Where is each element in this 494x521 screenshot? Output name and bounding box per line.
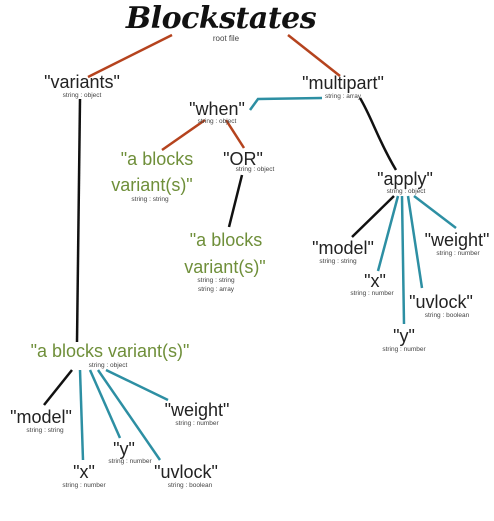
node-v-weight-type: string : number <box>175 420 219 427</box>
node-variants-type: string : object <box>62 92 102 99</box>
edge-when-variant <box>161 118 206 152</box>
edge-apply-x <box>376 195 400 272</box>
edge-vobj-weight <box>105 368 169 402</box>
node-v-model: "model" <box>10 407 72 427</box>
node-or-variant-type-2: string : array <box>197 286 235 293</box>
diagram-title: Blockstates <box>125 1 317 36</box>
edge-root-variants <box>87 33 173 79</box>
node-apply: "apply" <box>377 169 433 189</box>
node-v-uvlock-type: string : boolean <box>167 482 213 489</box>
node-or-variant-line2: variant(s)" <box>184 257 266 277</box>
node-apply-uvlock-type: string : boolean <box>424 312 470 319</box>
node-v-x: "x" <box>73 462 95 482</box>
node-v-y: "y" <box>113 439 135 459</box>
edge-apply-weight <box>413 195 457 229</box>
diagram-subtitle: root file <box>212 34 240 43</box>
node-apply-model: "model" <box>312 238 374 258</box>
node-multipart-type: string : array <box>324 93 362 100</box>
node-apply-y-type: string : number <box>382 346 426 353</box>
node-when-variant-line2: variant(s)" <box>111 175 193 195</box>
edge-apply-uvlock <box>406 195 424 289</box>
edge-vobj-uvlock <box>96 369 162 461</box>
node-apply-x: "x" <box>364 271 386 291</box>
node-multipart: "multipart" <box>302 73 384 93</box>
node-or-type: string : object <box>235 166 275 173</box>
node-when-variant-type: string : string <box>131 196 169 203</box>
node-or: "OR" <box>223 149 263 169</box>
edge-or-variant <box>227 174 244 228</box>
edge-when-or <box>224 119 246 149</box>
node-or-variant-line1: "a blocks <box>189 230 263 250</box>
node-apply-y: "y" <box>393 326 415 346</box>
node-apply-uvlock: "uvlock" <box>409 292 473 312</box>
edge-variants-variantobj <box>75 98 82 343</box>
node-or-variant-type-1: string : string <box>197 277 235 284</box>
node-v-y-type: string : number <box>108 458 152 465</box>
node-when: "when" <box>189 99 245 119</box>
node-v-x-type: string : number <box>62 482 106 489</box>
edge-apply-y <box>400 195 406 325</box>
edge-vobj-x <box>78 369 85 461</box>
edge-apply-model <box>351 195 395 238</box>
node-variants: "variants" <box>44 72 120 92</box>
node-variant-object-type: string : object <box>88 362 128 369</box>
edge-multipart-when <box>248 96 323 111</box>
node-apply-x-type: string : number <box>350 290 394 297</box>
node-variant-object: "a blocks variant(s)" <box>30 341 190 361</box>
node-when-variant-line1: "a blocks <box>120 149 194 169</box>
edge-vobj-y <box>88 369 122 439</box>
node-apply-weight: "weight" <box>424 230 490 250</box>
edge-multipart-apply <box>358 97 398 171</box>
node-v-weight: "weight" <box>164 400 230 420</box>
node-v-model-type: string : string <box>26 427 64 434</box>
node-apply-type: string : object <box>386 188 426 195</box>
node-when-type: string : object <box>197 118 237 125</box>
node-v-uvlock: "uvlock" <box>154 462 218 482</box>
edge-vobj-model <box>43 369 73 406</box>
edge-root-multipart <box>287 34 341 77</box>
node-apply-model-type: string : string <box>319 258 357 265</box>
node-apply-weight-type: string : number <box>436 250 480 257</box>
